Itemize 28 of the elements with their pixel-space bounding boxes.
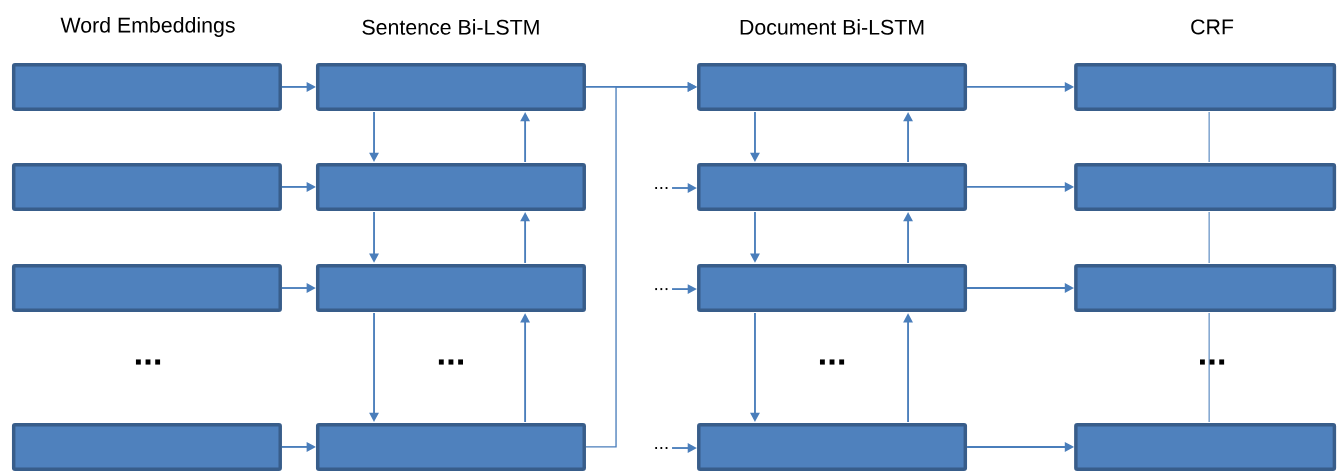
layer-box [11, 264, 282, 312]
layer-box [697, 422, 968, 471]
layer-box [697, 162, 968, 211]
layer-box [1074, 422, 1337, 471]
layer-box [315, 162, 586, 211]
layer-box [1074, 264, 1337, 312]
ellipsis-text: ... [135, 359, 161, 365]
layer-box [1074, 62, 1337, 111]
ellipsis-text: ... [655, 447, 668, 449]
ellipsis-text: ... [655, 187, 668, 189]
layer-box [315, 422, 586, 471]
layer-box [11, 162, 282, 211]
ellipsis-text: ... [819, 359, 845, 365]
layer-box [315, 62, 586, 111]
ellipsis-text: ... [1200, 359, 1225, 365]
column-heading: Word Embeddings [60, 17, 235, 37]
column-heading: Document Bi-LSTM [740, 19, 924, 35]
layer-box [697, 264, 968, 312]
layer-box [11, 422, 282, 471]
arrow [585, 82, 697, 448]
layer-box [315, 264, 586, 312]
column-heading: Sentence Bi-LSTM [362, 19, 539, 35]
layer-box [697, 62, 968, 111]
column-heading: CRF [1191, 19, 1234, 35]
ellipsis-text: ... [438, 359, 464, 365]
layer-box [1074, 162, 1337, 211]
ellipsis-text: ... [655, 288, 668, 291]
layer-box [11, 62, 282, 111]
